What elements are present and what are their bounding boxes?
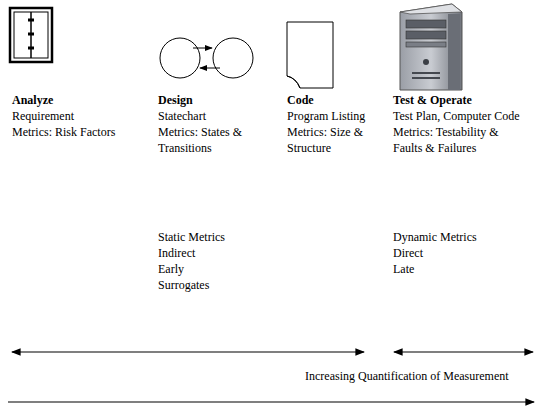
phase-heading: Design <box>158 92 193 108</box>
phase-label: Metrics: Risk Factors <box>12 124 115 140</box>
phase-label: Indirect <box>158 245 195 261</box>
phase-heading: Analyze <box>12 92 53 108</box>
phase-label: Metrics: Testability & Faults & Failures <box>393 124 528 156</box>
phase-label: Test Plan, Computer Code <box>393 108 519 124</box>
statechart-icon <box>160 38 253 78</box>
phase-label: Metrics: States & Transitions <box>158 124 268 156</box>
phase-label: Surrogates <box>158 277 209 293</box>
phase-label: Static Metrics <box>158 229 225 245</box>
computer-icon <box>400 4 462 90</box>
phase-label: Late <box>393 261 414 277</box>
phase-label: Dynamic Metrics <box>393 229 477 245</box>
span-arrows <box>8 352 534 402</box>
phase-label: Metrics: Size & Structure <box>287 124 382 156</box>
phase-heading: Test & Operate <box>393 92 472 108</box>
phase-label: Early <box>158 261 184 277</box>
phase-label: Statechart <box>158 108 206 124</box>
phase-heading: Code <box>287 92 314 108</box>
phase-label: Program Listing <box>287 108 365 124</box>
phase-label: Increasing Quantification of Measurement <box>305 368 509 384</box>
book-icon <box>10 8 52 62</box>
phase-label: Requirement <box>12 108 74 124</box>
listing-icon <box>287 22 333 88</box>
phase-label: Direct <box>393 245 423 261</box>
